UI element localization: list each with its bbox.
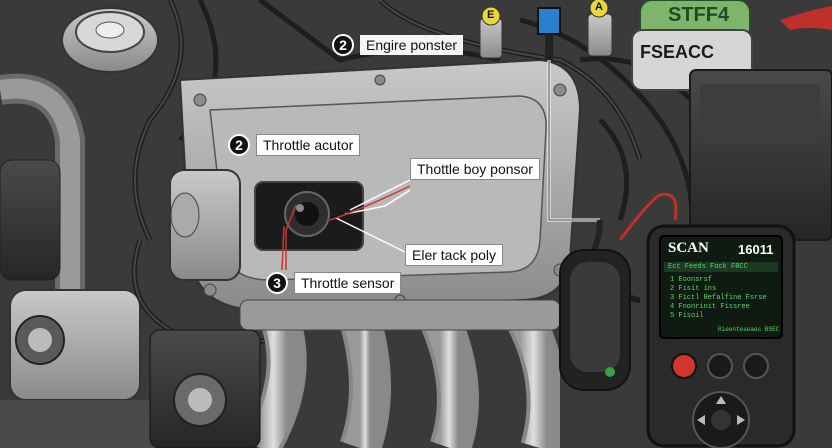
connector-blue: [537, 7, 561, 64]
throttle-sensor-pointer: [281, 185, 411, 271]
scanner-button-right[interactable]: [744, 354, 768, 378]
lower-left-assembly: [149, 329, 261, 448]
leader-lines: [335, 179, 411, 253]
callout-intake-body: Eler tack poly: [405, 244, 504, 266]
callout-number-badge: 2: [228, 134, 250, 156]
connector-tag-a: A: [595, 1, 603, 13]
scanner-button-middle[interactable]: [708, 354, 732, 378]
scanner-dpad[interactable]: [693, 392, 749, 448]
connector-e: [479, 6, 503, 59]
left-hoses: [0, 73, 160, 448]
callout-label: Throttle acutor: [256, 134, 361, 156]
intake-manifold: [239, 299, 567, 448]
throttle-body-port: [254, 181, 364, 251]
red-stripe: [780, 6, 832, 30]
scanner-body: [646, 224, 796, 448]
callout-label: Eler tack poly: [405, 244, 504, 266]
scanner-code: 16011: [738, 242, 774, 257]
callout-label: Engire ponster: [360, 35, 464, 55]
red-wire: [618, 192, 678, 241]
scanner-footer: Rieenteseaec BSEC: [718, 326, 780, 333]
connector-a: [587, 0, 613, 57]
bottle-label-bottom: FSEACC: [640, 42, 715, 62]
oil-cap: [61, 7, 159, 73]
callout-number-badge: 3: [266, 272, 288, 294]
callout-engine-sensor: 2 Engire ponster: [332, 34, 464, 56]
scanner-line: 2 Fisit ins: [670, 285, 717, 293]
callout-number-badge: 2: [332, 34, 354, 56]
callout-throttle-actuator: 2 Throttle acutor: [228, 134, 361, 156]
callout-label: Throttle sensor: [294, 272, 402, 294]
scanner-line: 4 Fnonrinit Fissree: [670, 303, 750, 311]
callout-throttle-sensor: 3 Throttle sensor: [266, 272, 402, 294]
bottle-label-top: STFF4: [668, 4, 730, 26]
callout-throttle-body-sensor: Thottle boy ponsor: [410, 158, 540, 180]
scanner-menu-bar: Ect Feeds Fock FBCC: [668, 263, 748, 271]
scanner-title: SCAN: [668, 240, 709, 256]
obd-plug: [559, 219, 631, 391]
scanner-line: 1 Eoonsrsf: [670, 276, 713, 284]
scanner-line: 3 Fictl Refalfine Fsrse: [670, 294, 767, 302]
callout-label: Thottle boy ponsor: [410, 158, 540, 180]
scanner-line: 5 Fisoil: [670, 312, 704, 320]
obd-scanner: SCAN 16011 Ect Feeds Fock FBCC 1 Eoonsrs…: [646, 224, 796, 448]
connector-tag-e: E: [487, 9, 495, 21]
scanner-red-button[interactable]: [672, 354, 696, 378]
throttle-flange: [169, 169, 241, 281]
